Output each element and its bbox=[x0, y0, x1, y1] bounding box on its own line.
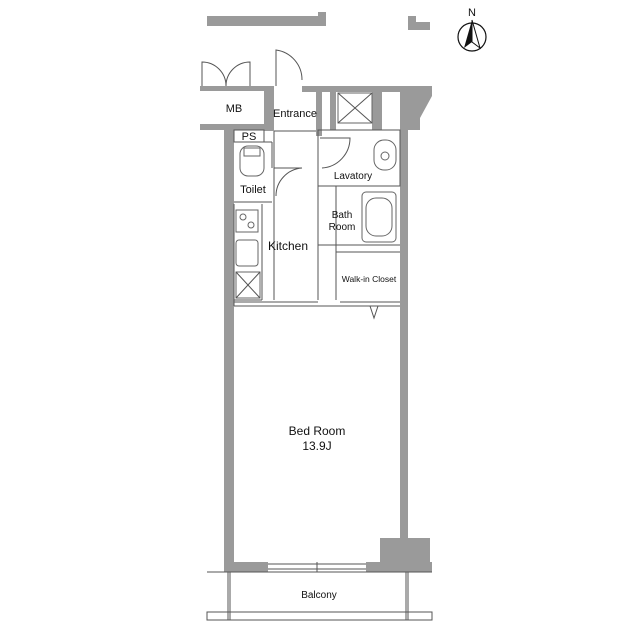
mb-label: MB bbox=[226, 103, 243, 115]
balcony-label: Balcony bbox=[301, 590, 337, 601]
ps-label: PS bbox=[242, 131, 257, 143]
entrance-label: Entrance bbox=[273, 108, 317, 120]
bedroom-size: 13.9J bbox=[302, 439, 331, 453]
doors bbox=[201, 49, 379, 320]
kitchen-label: Kitchen bbox=[268, 239, 308, 253]
north-label: N bbox=[468, 7, 476, 19]
north-compass: N bbox=[457, 7, 487, 52]
toilet-label: Toilet bbox=[240, 184, 266, 196]
lavatory-label: Lavatory bbox=[334, 171, 372, 182]
kitchen-sink bbox=[235, 239, 259, 267]
bath-label-line1: Bath bbox=[332, 210, 353, 221]
interior-walls bbox=[206, 129, 433, 621]
walkin-closet-label: Walk-in Closet bbox=[342, 274, 397, 284]
stove bbox=[235, 209, 259, 233]
neighbor-walls bbox=[207, 12, 430, 30]
structural-walls bbox=[200, 86, 432, 572]
room-labels: MB Entrance PS Toilet Lavatory Bath Room… bbox=[226, 103, 397, 601]
bath-label-line2: Room bbox=[329, 222, 356, 233]
fixtures bbox=[235, 92, 397, 299]
bedroom-label: Bed Room bbox=[289, 424, 346, 438]
